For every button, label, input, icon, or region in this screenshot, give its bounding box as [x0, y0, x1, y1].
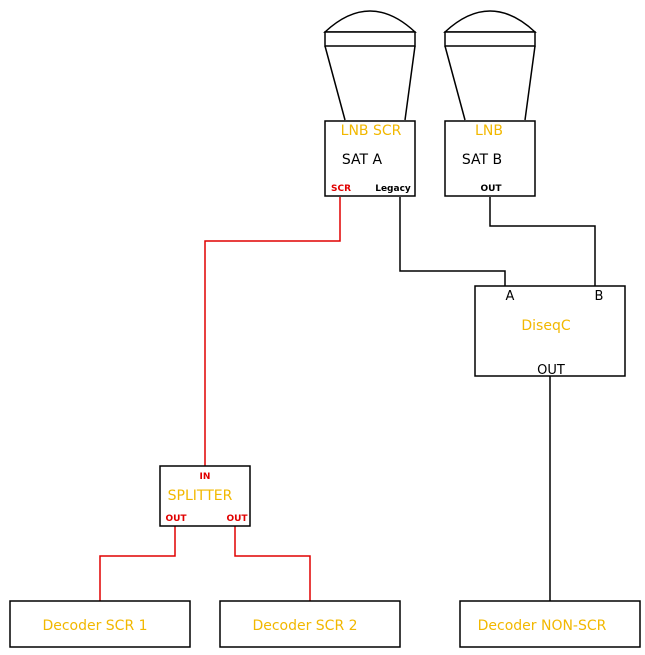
diseqc-switch-box: A B DiseqC OUT	[474, 285, 626, 378]
lnb-scr-port-legacy: Legacy	[375, 184, 411, 194]
decoder-scr-2-box: Decoder SCR 2	[219, 600, 401, 648]
lnb-scr-label: SAT A	[342, 152, 383, 168]
satellite-dish-b-icon	[443, 10, 537, 121]
lnb-b-port-out: OUT	[480, 184, 502, 194]
lnb-scr-title: LNB SCR	[341, 123, 402, 139]
wire-splitter-to-decoder-2	[234, 526, 311, 602]
decoder-nonscr-label: Decoder NON-SCR	[478, 618, 607, 634]
splitter-box: IN SPLITTER OUT OUT	[159, 465, 251, 527]
lnb-b-title: LNB	[475, 123, 503, 139]
lnb-scr-port-scr: SCR	[331, 184, 351, 194]
satellite-dish-a-icon	[323, 10, 417, 121]
decoder-scr-1-label: Decoder SCR 1	[42, 618, 147, 634]
diseqc-port-out: OUT	[537, 363, 565, 378]
lnb-b-label: SAT B	[462, 152, 502, 168]
wire-legacy-to-diseqc-a	[399, 197, 506, 287]
diseqc-title: DiseqC	[521, 318, 570, 334]
wire-scr-to-splitter	[204, 197, 341, 467]
splitter-port-out-1: OUT	[165, 514, 187, 524]
wire-lnb-b-to-diseqc-b	[489, 197, 596, 287]
lnb-b-box: LNB SAT B OUT	[444, 120, 536, 197]
splitter-port-in: IN	[200, 472, 211, 482]
diseqc-port-b: B	[595, 289, 604, 304]
decoder-scr-2-label: Decoder SCR 2	[252, 618, 357, 634]
splitter-port-out-2: OUT	[226, 514, 248, 524]
splitter-title: SPLITTER	[168, 488, 233, 504]
diseqc-port-a: A	[506, 289, 515, 304]
wire-splitter-to-decoder-1	[99, 526, 176, 602]
decoder-scr-1-box: Decoder SCR 1	[9, 600, 191, 648]
decoder-nonscr-box: Decoder NON-SCR	[459, 600, 641, 648]
lnb-scr-box: LNB SCR SAT A SCR Legacy	[324, 120, 416, 197]
